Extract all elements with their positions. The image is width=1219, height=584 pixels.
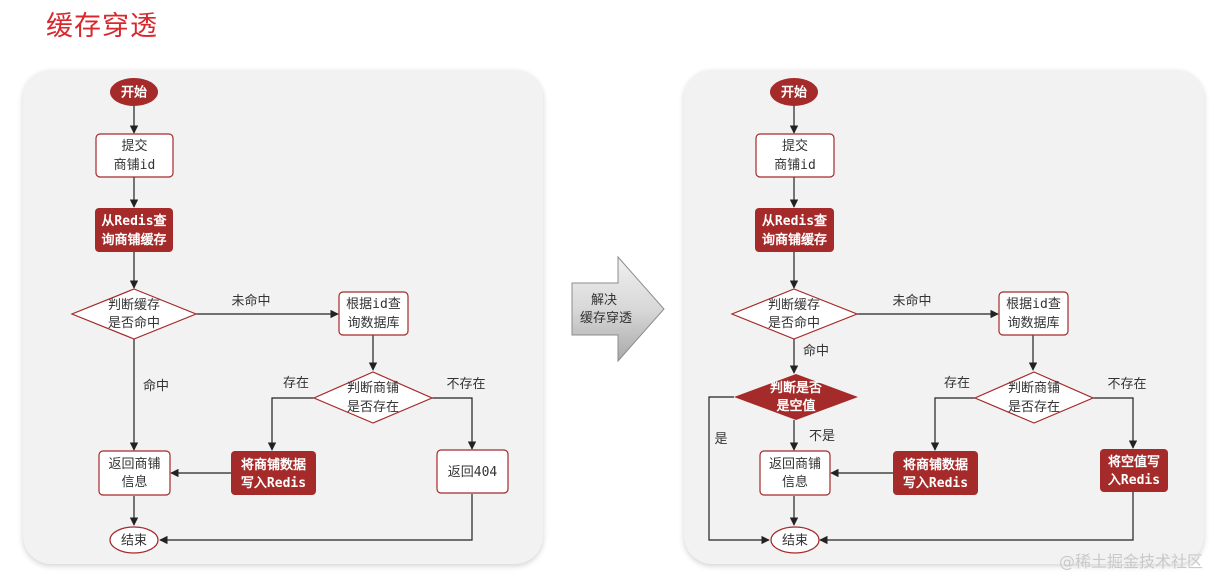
- left-write-redis-node: [231, 451, 316, 495]
- left-return-404-node: [436, 449, 509, 494]
- left-miss-label: 未命中: [231, 293, 270, 309]
- solution-arrow: [571, 255, 665, 363]
- right-no-label: 不是: [809, 429, 835, 444]
- right-query-redis-line2: 询商铺缓存: [762, 232, 827, 248]
- left-write-redis-line2: 写入Redis: [241, 476, 306, 491]
- left-check-exist-line1: 判断商铺: [347, 381, 399, 396]
- left-query-redis-node: [95, 208, 173, 252]
- left-check-hit-line2: 是否命中: [108, 315, 160, 331]
- left-flowchart: [129, 106, 477, 545]
- right-exist-label: 存在: [944, 376, 970, 391]
- right-query-redis-line1: 从Redis查: [762, 213, 828, 229]
- right-not-exist-label: 不存在: [1107, 377, 1146, 392]
- right-write-redis-line1: 将商铺数据: [903, 457, 968, 473]
- right-write-null-line2: 入Redis: [1108, 473, 1160, 488]
- right-write-redis-node: [893, 451, 978, 495]
- left-check-hit-line1: 判断缓存: [108, 298, 160, 313]
- left-check-hit-node: [70, 288, 198, 340]
- right-flowchart: [708, 106, 1138, 545]
- right-miss-label: 未命中: [892, 293, 931, 309]
- left-not-exist-label: 不存在: [446, 377, 485, 392]
- right-submit-line2: 商铺id: [774, 158, 816, 173]
- left-return-shop-line1: 返回商铺: [108, 457, 160, 472]
- right-return-shop-line2: 信息: [782, 474, 808, 490]
- right-start-node: [770, 78, 818, 106]
- right-check-hit-line2: 是否命中: [768, 315, 820, 331]
- right-query-redis-node: [755, 208, 834, 252]
- left-start-label: 开始: [121, 85, 147, 101]
- right-check-null-line2: 是空值: [775, 398, 815, 414]
- left-submit-node: [95, 133, 174, 178]
- left-submit-line2: 商铺id: [114, 158, 156, 173]
- left-end-label: 结束: [121, 534, 147, 549]
- left-write-redis-line1: 将商铺数据: [241, 457, 306, 473]
- solution-arrow-line2: 缓存穿透: [580, 310, 632, 326]
- right-hit-label: 命中: [803, 343, 829, 359]
- left-hit-label: 命中: [143, 378, 169, 394]
- right-write-null-line1: 将空值写: [1108, 454, 1160, 470]
- right-yes-label: 是: [714, 432, 727, 447]
- right-start-label: 开始: [781, 85, 807, 101]
- right-check-exist-line1: 判断商铺: [1008, 381, 1060, 396]
- left-check-exist-node: [312, 371, 434, 424]
- right-query-db-node: [998, 291, 1069, 336]
- left-start-node: [110, 78, 158, 106]
- right-query-db-line1: 根据id查: [1006, 297, 1061, 312]
- left-query-db-line1: 根据id查: [346, 297, 401, 312]
- right-query-db-line2: 询数据库: [1007, 315, 1059, 331]
- right-submit-line1: 提交: [782, 138, 808, 154]
- right-check-exist-line2: 是否存在: [1008, 400, 1060, 415]
- solution-arrow-line1: 解决: [591, 293, 617, 308]
- right-submit-node: [755, 133, 835, 178]
- right-end-node: [770, 526, 820, 554]
- right-check-hit-node: [730, 288, 859, 340]
- left-query-redis-line2: 询商铺缓存: [101, 232, 166, 248]
- left-end-node: [109, 526, 159, 554]
- watermark: @稀土掘金技术社区: [1058, 552, 1203, 571]
- left-exist-label: 存在: [283, 376, 309, 391]
- left-return-shop-node: [98, 450, 171, 496]
- right-return-shop-node: [759, 450, 831, 496]
- left-check-exist-line2: 是否存在: [347, 400, 399, 415]
- page-title: 缓存穿透: [46, 11, 158, 42]
- right-check-null-line1: 判断是否: [770, 380, 822, 396]
- right-write-null-node: [1100, 449, 1168, 492]
- right-write-redis-line2: 写入Redis: [903, 476, 968, 491]
- left-query-db-line2: 询数据库: [347, 315, 399, 331]
- right-check-hit-line1: 判断缓存: [768, 298, 820, 313]
- right-check-exist-node: [973, 371, 1095, 424]
- left-query-db-node: [338, 291, 409, 336]
- left-return-shop-line2: 信息: [121, 474, 147, 490]
- right-check-null-node: [734, 374, 858, 420]
- left-query-redis-line1: 从Redis查: [101, 213, 167, 229]
- left-submit-line1: 提交: [121, 138, 147, 154]
- left-return-404-label: 返回404: [448, 465, 498, 480]
- right-end-label: 结束: [782, 534, 808, 549]
- right-return-shop-line1: 返回商铺: [769, 457, 821, 472]
